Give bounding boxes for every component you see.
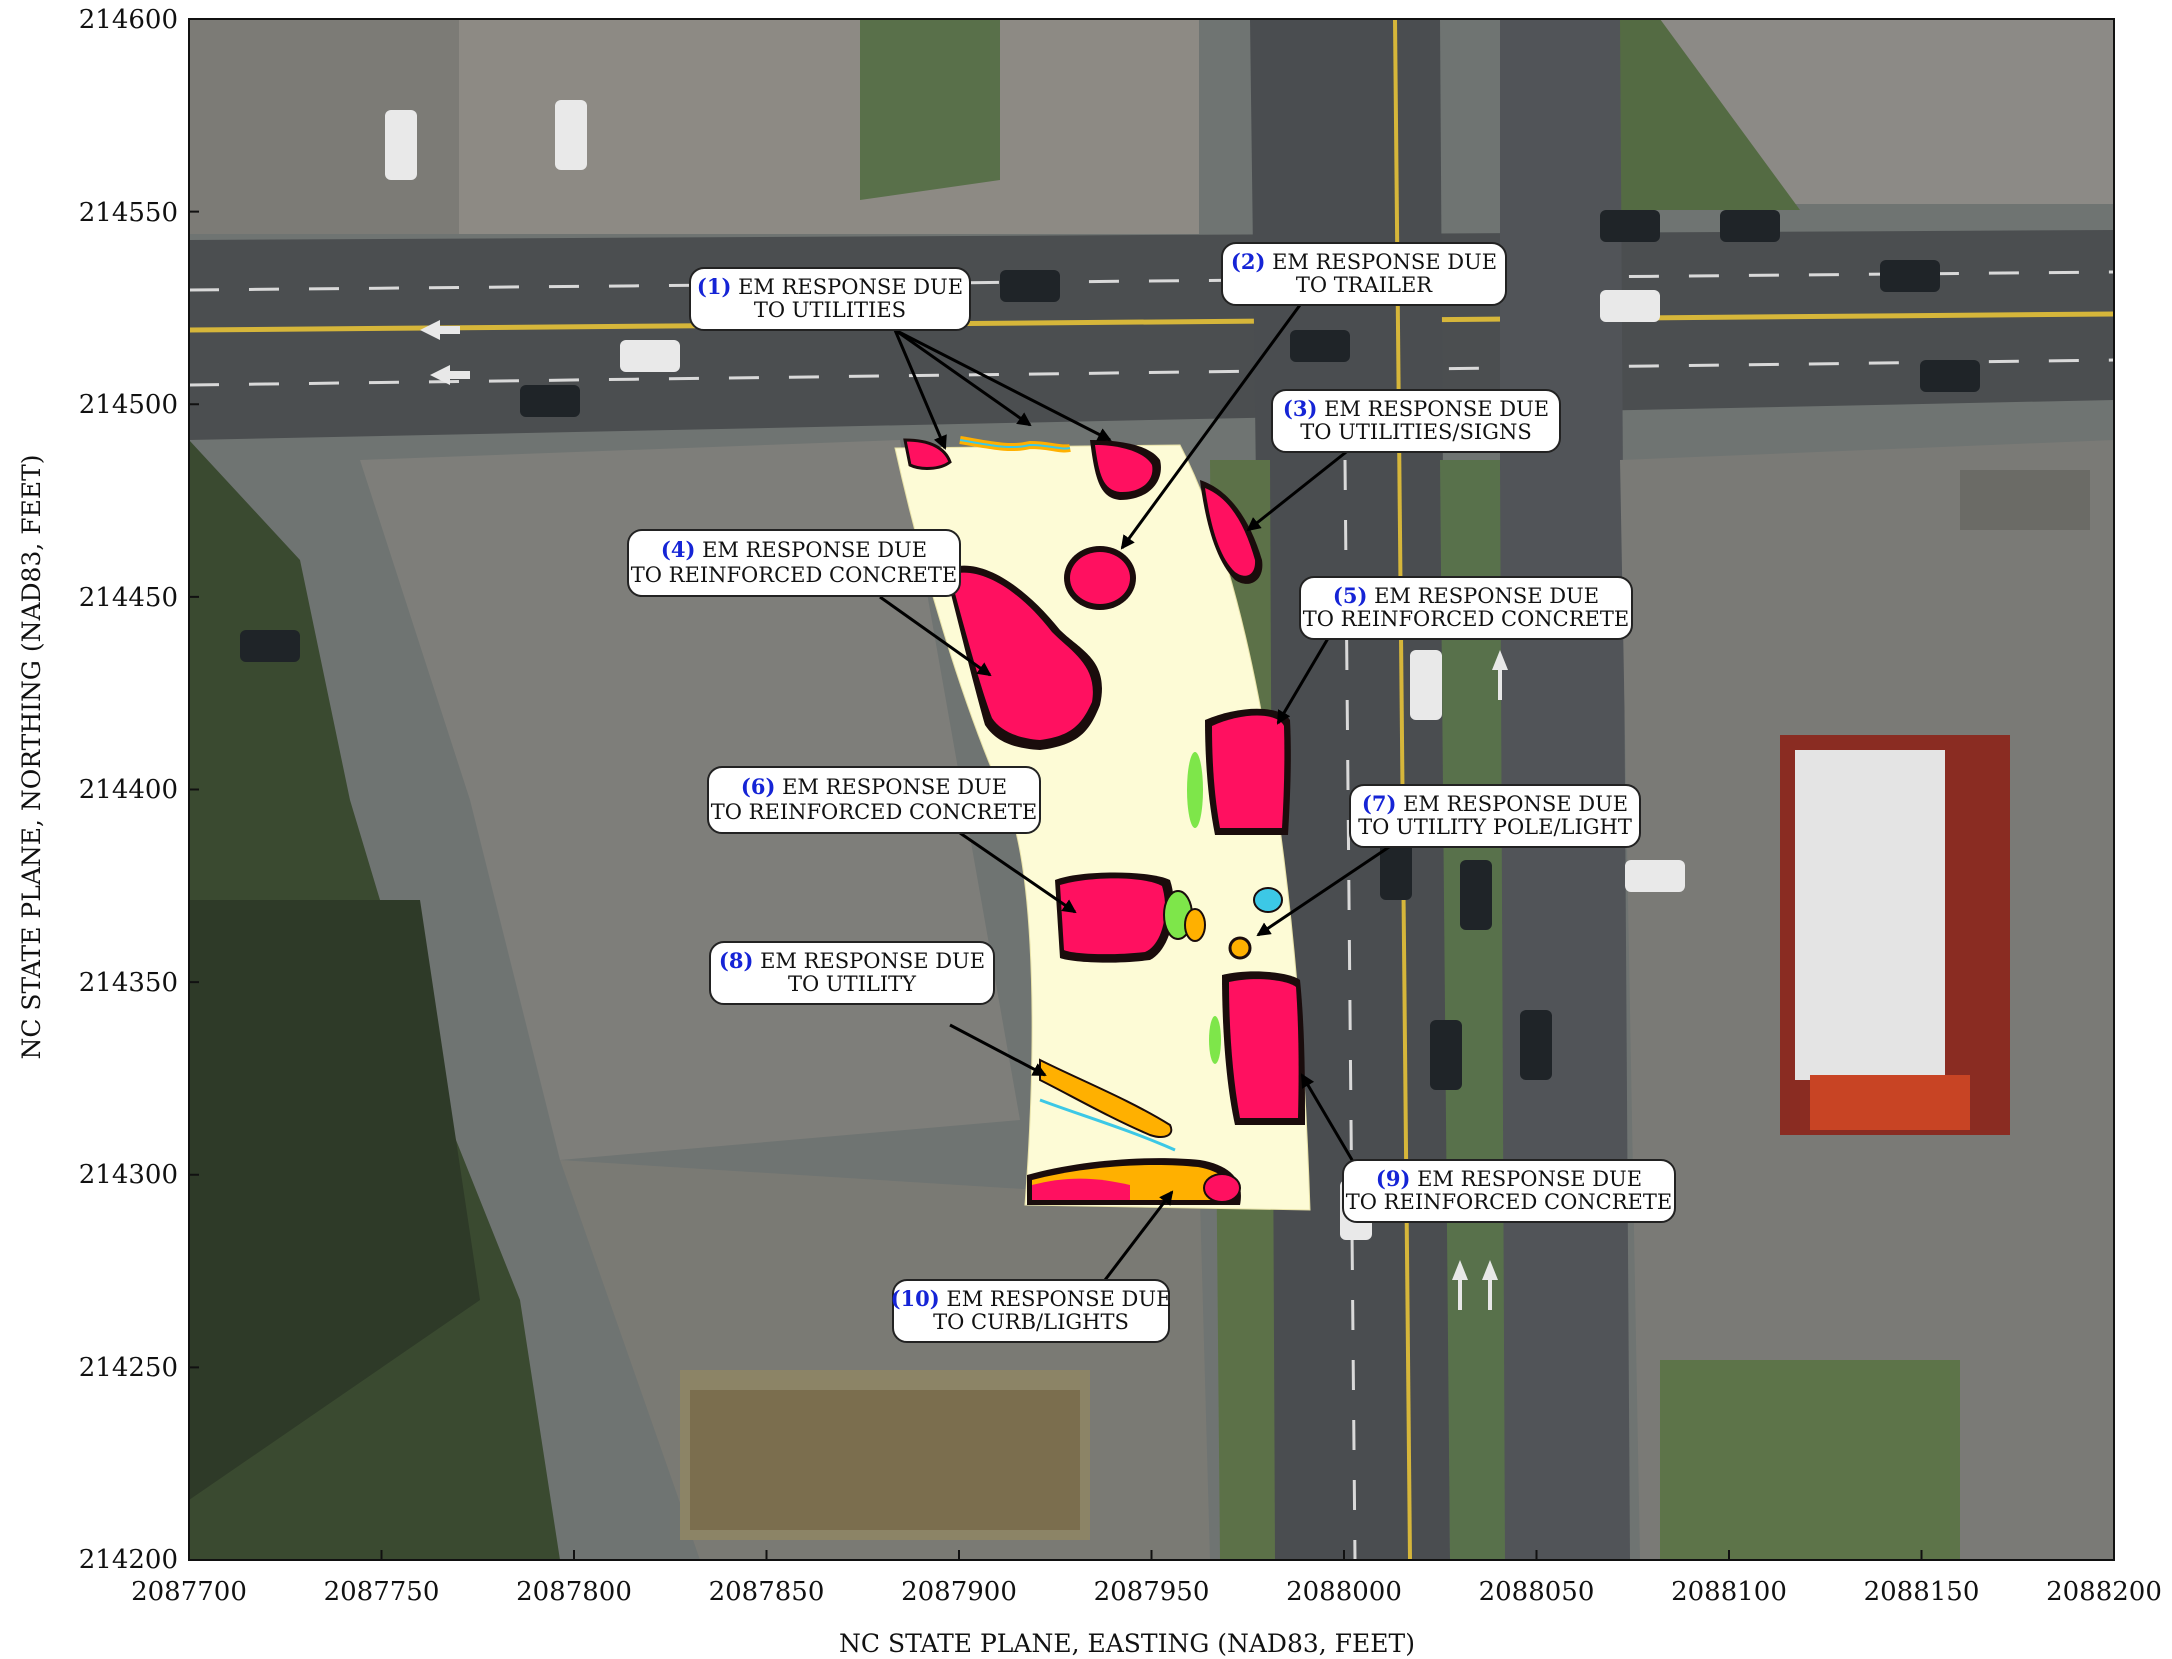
callout-number: (9) <box>1376 1166 1410 1191</box>
anomaly-9 <box>1209 971 1305 1125</box>
anomaly-6 <box>1055 872 1206 963</box>
callout-2: (2) EM RESPONSE DUE TO TRAILER <box>1221 242 1507 306</box>
callout-number: (4) <box>661 537 695 562</box>
callout-line2: TO UTILITY <box>788 972 917 996</box>
x-tick-label: 2087950 <box>1094 1577 1210 1607</box>
callout-line1: EM RESPONSE DUE <box>946 1287 1171 1311</box>
svg-text:(7) EM RESPONSE DUE: (7) EM RESPONSE DUE <box>1362 791 1628 816</box>
callout-arrows <box>879 304 1396 1281</box>
anomaly-7 <box>1228 887 1283 960</box>
callout-line2: TO CURB/LIGHTS <box>933 1310 1129 1334</box>
y-tick-label: 214300 <box>79 1160 178 1190</box>
callout-line1: EM RESPONSE DUE <box>1324 397 1549 421</box>
y-tick-label: 214250 <box>79 1353 178 1383</box>
x-tick-label: 2087750 <box>324 1577 440 1607</box>
anomaly-2 <box>1064 546 1136 610</box>
callout-7: (7) EM RESPONSE DUE TO UTILITY POLE/LIGH… <box>1349 784 1641 848</box>
x-tick-label: 2087800 <box>516 1577 632 1607</box>
callout-line1: EM RESPONSE DUE <box>760 949 985 973</box>
callout-number: (6) <box>741 774 775 799</box>
callout-3: (3) EM RESPONSE DUE TO UTILITIES/SIGNS <box>1271 389 1561 453</box>
anomaly-3 <box>1200 480 1263 584</box>
y-axis-ticks: 214600 214550 214500 214450 214400 21435… <box>79 5 178 1575</box>
y-tick-label: 214500 <box>79 390 178 420</box>
callout-4: (4) EM RESPONSE DUE TO REINFORCED CONCRE… <box>627 529 961 597</box>
callout-number: (7) <box>1362 791 1396 816</box>
callout-number: (10) <box>891 1286 940 1311</box>
anomaly-4 <box>945 565 1102 750</box>
y-tick-label: 214400 <box>79 775 178 805</box>
anomaly-5 <box>1187 708 1291 835</box>
callout-line2: TO UTILITY POLE/LIGHT <box>1358 815 1632 839</box>
callout-line2: TO REINFORCED CONCRETE <box>1346 1190 1672 1214</box>
callout-line2: TO UTILITIES/SIGNS <box>1300 420 1531 444</box>
callout-number: (3) <box>1283 396 1317 421</box>
callout-line2: TO TRAILER <box>1296 273 1433 297</box>
aerial-basemap <box>189 19 2114 1560</box>
svg-text:(4) EM RESPONSE DUE: (4) EM RESPONSE DUE <box>661 537 927 562</box>
svg-text:(9) EM RESPONSE DUE: (9) EM RESPONSE DUE <box>1376 1166 1642 1191</box>
x-axis-title: NC STATE PLANE, EASTING (NAD83, FEET) <box>839 1629 1415 1658</box>
y-tick-label: 214450 <box>79 583 178 613</box>
callout-line1: EM RESPONSE DUE <box>1272 250 1497 274</box>
callout-9: (9) EM RESPONSE DUE TO REINFORCED CONCRE… <box>1342 1159 1676 1223</box>
y-tick-label: 214550 <box>79 198 178 228</box>
x-tick-label: 2088100 <box>1671 1577 1787 1607</box>
callout-10: (10) EM RESPONSE DUE TO CURB/LIGHTS <box>891 1279 1172 1343</box>
y-tick-label: 214350 <box>79 968 178 998</box>
callout-line1: EM RESPONSE DUE <box>1374 584 1599 608</box>
svg-text:(8) EM RESPONSE DUE: (8) EM RESPONSE DUE <box>719 948 985 973</box>
y-tick-label: 214600 <box>79 5 178 35</box>
callout-line1: EM RESPONSE DUE <box>702 538 927 562</box>
callout-line1: EM RESPONSE DUE <box>1417 1167 1642 1191</box>
callout-number: (5) <box>1333 583 1367 608</box>
callout-line2: TO UTILITIES <box>754 298 906 322</box>
axis-tick-marks <box>188 18 2115 1561</box>
svg-text:(10) EM RESPONSE DUE: (10) EM RESPONSE DUE <box>891 1286 1172 1311</box>
svg-text:(1) EM RESPONSE DUE: (1) EM RESPONSE DUE <box>697 274 963 299</box>
x-tick-label: 2088200 <box>2046 1577 2162 1607</box>
callout-line1: EM RESPONSE DUE <box>1403 792 1628 816</box>
callout-8: (8) EM RESPONSE DUE TO UTILITY <box>709 941 995 1005</box>
callout-line1: EM RESPONSE DUE <box>782 775 1007 799</box>
callout-number: (8) <box>719 948 753 973</box>
callout-line2: TO REINFORCED CONCRETE <box>1303 607 1629 631</box>
anomaly-8 <box>1039 1058 1176 1152</box>
callout-line2: TO REINFORCED CONCRETE <box>631 563 957 587</box>
y-axis-title: NC STATE PLANE, NORTHING (NAD83, FEET) <box>17 454 46 1059</box>
anomaly-1 <box>903 436 1161 500</box>
svg-text:(2) EM RESPONSE DUE: (2) EM RESPONSE DUE <box>1231 249 1497 274</box>
callout-5: (5) EM RESPONSE DUE TO REINFORCED CONCRE… <box>1299 576 1633 640</box>
em-survey-area <box>894 436 1311 1211</box>
x-tick-label: 2088150 <box>1864 1577 1980 1607</box>
svg-text:(5) EM RESPONSE DUE: (5) EM RESPONSE DUE <box>1333 583 1599 608</box>
svg-text:(3) EM RESPONSE DUE: (3) EM RESPONSE DUE <box>1283 396 1549 421</box>
callout-number: (1) <box>697 274 731 299</box>
callout-line2: TO REINFORCED CONCRETE <box>711 800 1037 824</box>
x-tick-label: 2087700 <box>131 1577 247 1607</box>
x-axis-ticks: 2087700 2087750 2087800 2087850 2087900 … <box>131 1577 2162 1607</box>
y-tick-label: 214200 <box>79 1545 178 1575</box>
svg-text:(6) EM RESPONSE DUE: (6) EM RESPONSE DUE <box>741 774 1007 799</box>
x-tick-label: 2088050 <box>1479 1577 1595 1607</box>
callout-number: (2) <box>1231 249 1265 274</box>
x-tick-label: 2087850 <box>709 1577 825 1607</box>
callout-line1: EM RESPONSE DUE <box>738 275 963 299</box>
x-tick-label: 2087900 <box>901 1577 1017 1607</box>
anomaly-10 <box>1027 1158 1241 1205</box>
x-tick-label: 2088000 <box>1286 1577 1402 1607</box>
callout-6: (6) EM RESPONSE DUE TO REINFORCED CONCRE… <box>707 766 1041 834</box>
callout-1: (1) EM RESPONSE DUE TO UTILITIES <box>689 267 971 331</box>
